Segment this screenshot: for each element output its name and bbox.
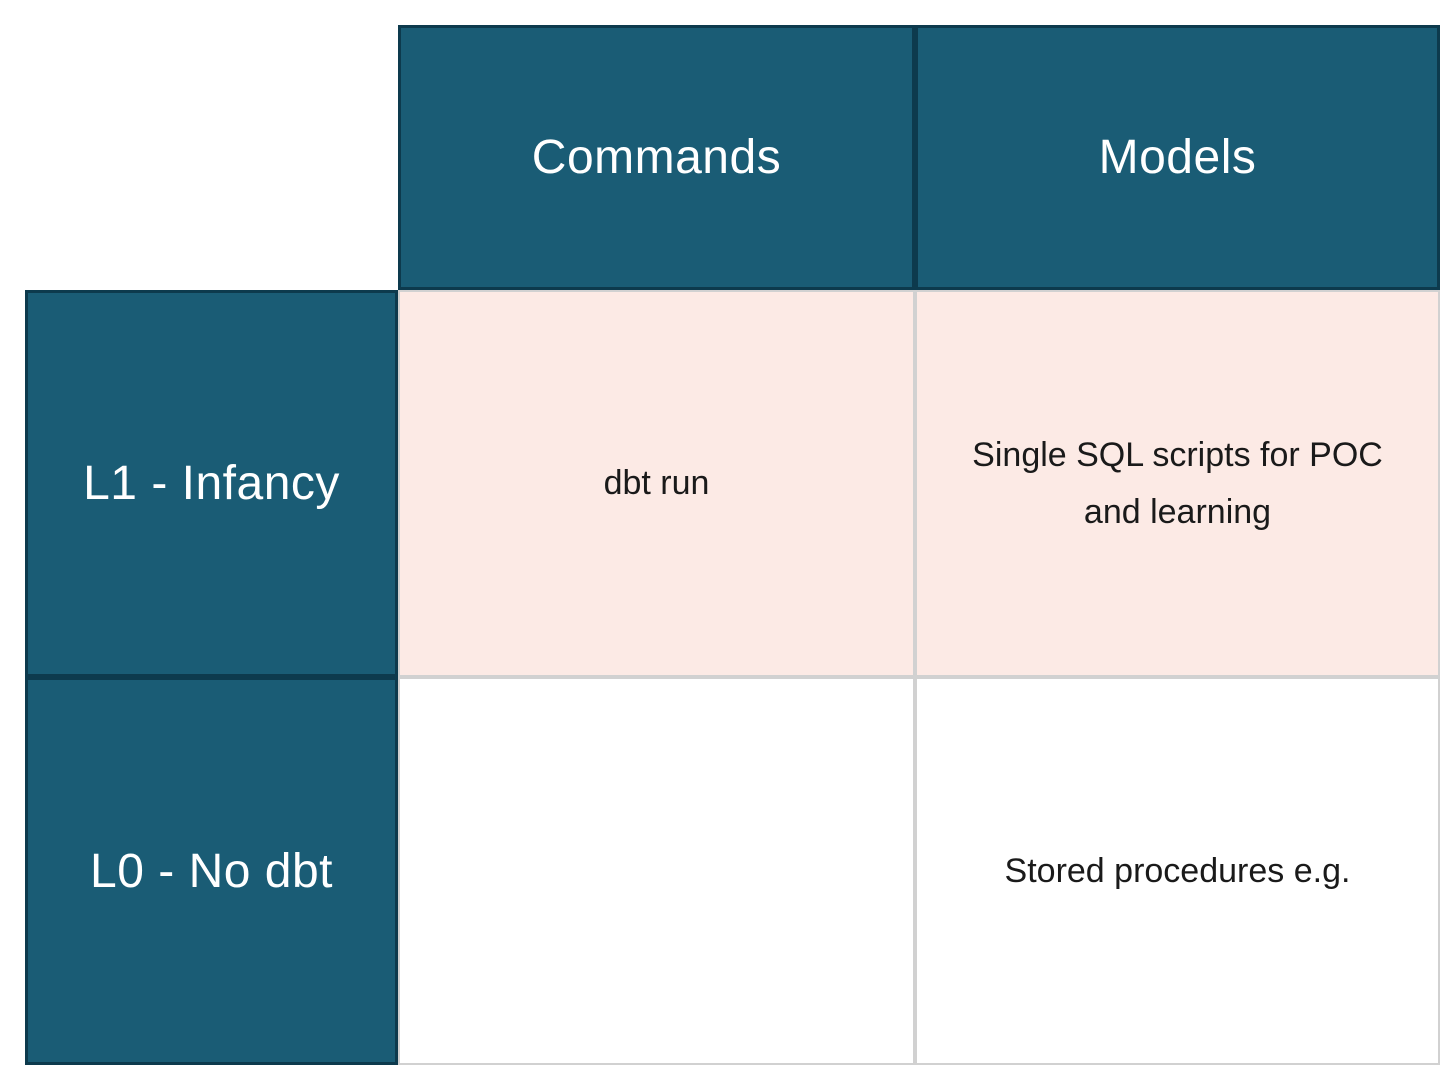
row-header-l0: L0 - No dbt	[25, 677, 398, 1065]
cell-l0-models-text: Stored procedures e.g.	[1004, 851, 1351, 890]
cell-l1-commands: dbt run	[398, 290, 915, 677]
cell-l1-models: Single SQL scripts for POC and learning	[915, 290, 1440, 677]
cell-l1-models-text: Single SQL scripts for POC and learning	[972, 436, 1383, 531]
column-header-commands-label: Commands	[531, 131, 782, 184]
row-header-l0-label: L0 - No dbt	[90, 844, 333, 898]
cell-l0-models: Stored procedures e.g.	[915, 677, 1440, 1065]
column-header-commands: Commands	[398, 25, 915, 290]
cell-l1-commands-text: dbt run	[603, 464, 710, 503]
maturity-table: Commands Models L1 - Infancy dbt run Sin…	[25, 25, 1440, 1065]
column-header-models-label: Models	[1098, 131, 1257, 184]
cell-l0-commands	[398, 677, 915, 1065]
row-header-l1-label: L1 - Infancy	[83, 457, 340, 510]
column-header-models: Models	[915, 25, 1440, 290]
row-header-l1: L1 - Infancy	[25, 290, 398, 677]
corner-spacer	[25, 25, 398, 290]
